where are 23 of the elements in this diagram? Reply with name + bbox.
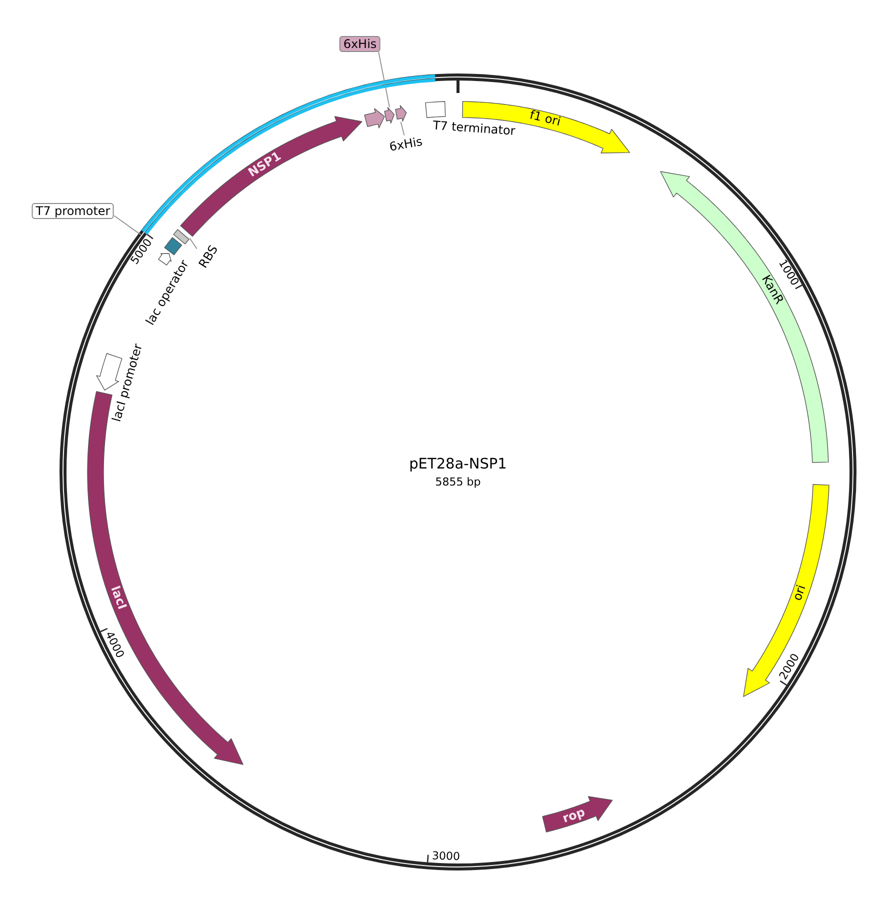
feature-name: f1 ori (528, 109, 562, 130)
plasmid-size-label: 5855 bp (435, 476, 481, 490)
plasmid-name: pET28a-NSP1 (409, 456, 507, 474)
callout-label: T7 promoter (32, 203, 114, 219)
feature-bar (173, 228, 190, 244)
feature-band (542, 796, 614, 833)
position-label: 4000 (102, 629, 126, 660)
leader-line (400, 121, 405, 136)
feature-label: 6xHis (388, 135, 424, 155)
callout-label: 6xHis (339, 36, 381, 52)
feature-block (164, 237, 183, 256)
feature-label: T7 terminator (432, 119, 516, 139)
feature-name: ori (791, 582, 810, 602)
position-label: 3000 (431, 850, 460, 864)
feature-name: rop (561, 806, 588, 826)
leader-line (378, 52, 390, 108)
feature-name: lacI (106, 584, 128, 612)
leader-line (189, 238, 198, 250)
feature-band (660, 170, 830, 463)
leader-line (114, 215, 142, 236)
feature-marker (96, 353, 122, 391)
feature-block (425, 101, 446, 118)
feature-band (742, 484, 830, 697)
